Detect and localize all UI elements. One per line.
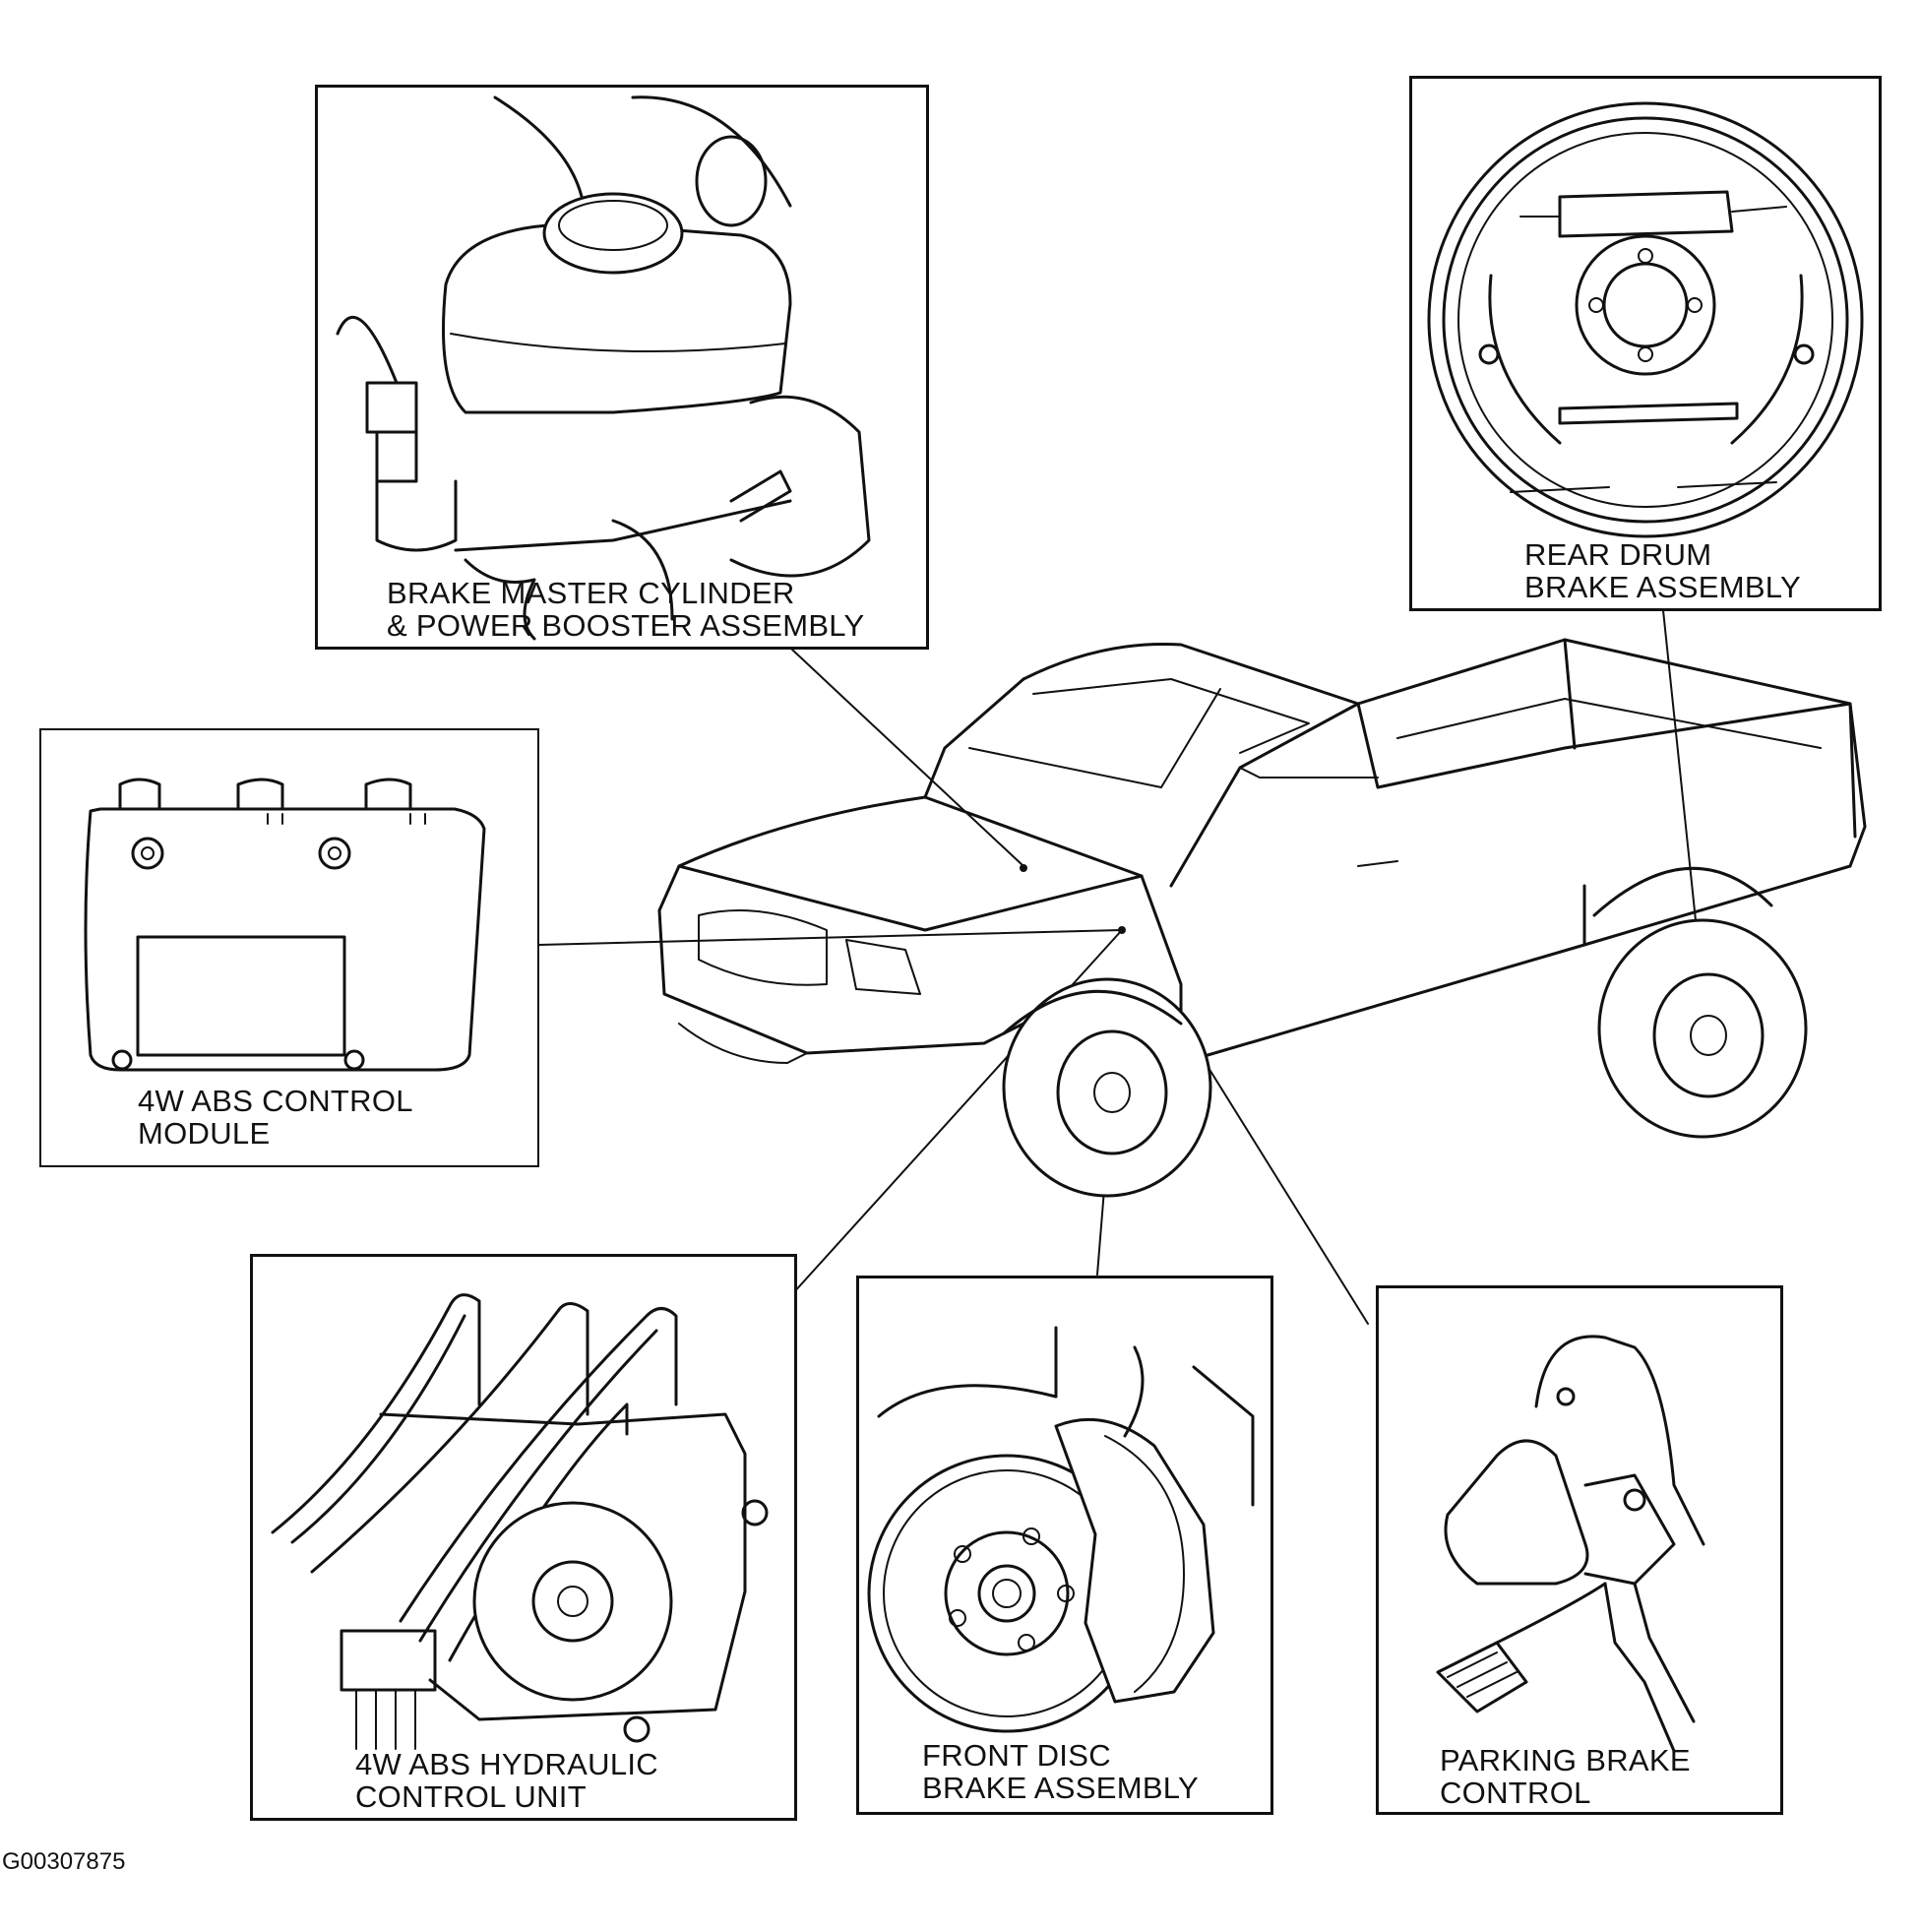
panel-front-disc: FRONT DISC BRAKE ASSEMBLY [856, 1276, 1273, 1815]
panel-abs-hydraulic: 4W ABS HYDRAULIC CONTROL UNIT [250, 1254, 797, 1821]
front-disc-drawing [867, 1326, 1255, 1733]
figure-id: G00307875 [2, 1848, 126, 1875]
abs-module-caption: 4W ABS CONTROL MODULE [138, 1084, 413, 1151]
panel-parking-brake: PARKING BRAKE CONTROL [1376, 1285, 1783, 1815]
rear-drum-caption: REAR DRUM BRAKE ASSEMBLY [1524, 537, 1802, 604]
parking-brake-caption: PARKING BRAKE CONTROL [1440, 1743, 1691, 1810]
pickup-truck [657, 638, 1867, 1198]
rear-drum-drawing [1427, 101, 1864, 538]
abs-hydraulic-drawing [271, 1293, 769, 1750]
master-cylinder-drawing [336, 95, 871, 641]
panel-rear-drum: REAR DRUM BRAKE ASSEMBLY [1409, 76, 1882, 611]
abs-module-drawing [84, 778, 486, 1072]
master-cylinder-caption: BRAKE MASTER CYLINDER & POWER BOOSTER AS… [387, 576, 865, 643]
panel-master-cylinder: BRAKE MASTER CYLINDER & POWER BOOSTER AS… [315, 85, 929, 650]
panel-abs-module: 4W ABS CONTROL MODULE [39, 728, 539, 1167]
abs-hydraulic-caption: 4W ABS HYDRAULIC CONTROL UNIT [355, 1747, 658, 1814]
parking-brake-drawing [1436, 1335, 1705, 1753]
front-disc-caption: FRONT DISC BRAKE ASSEMBLY [922, 1738, 1200, 1805]
